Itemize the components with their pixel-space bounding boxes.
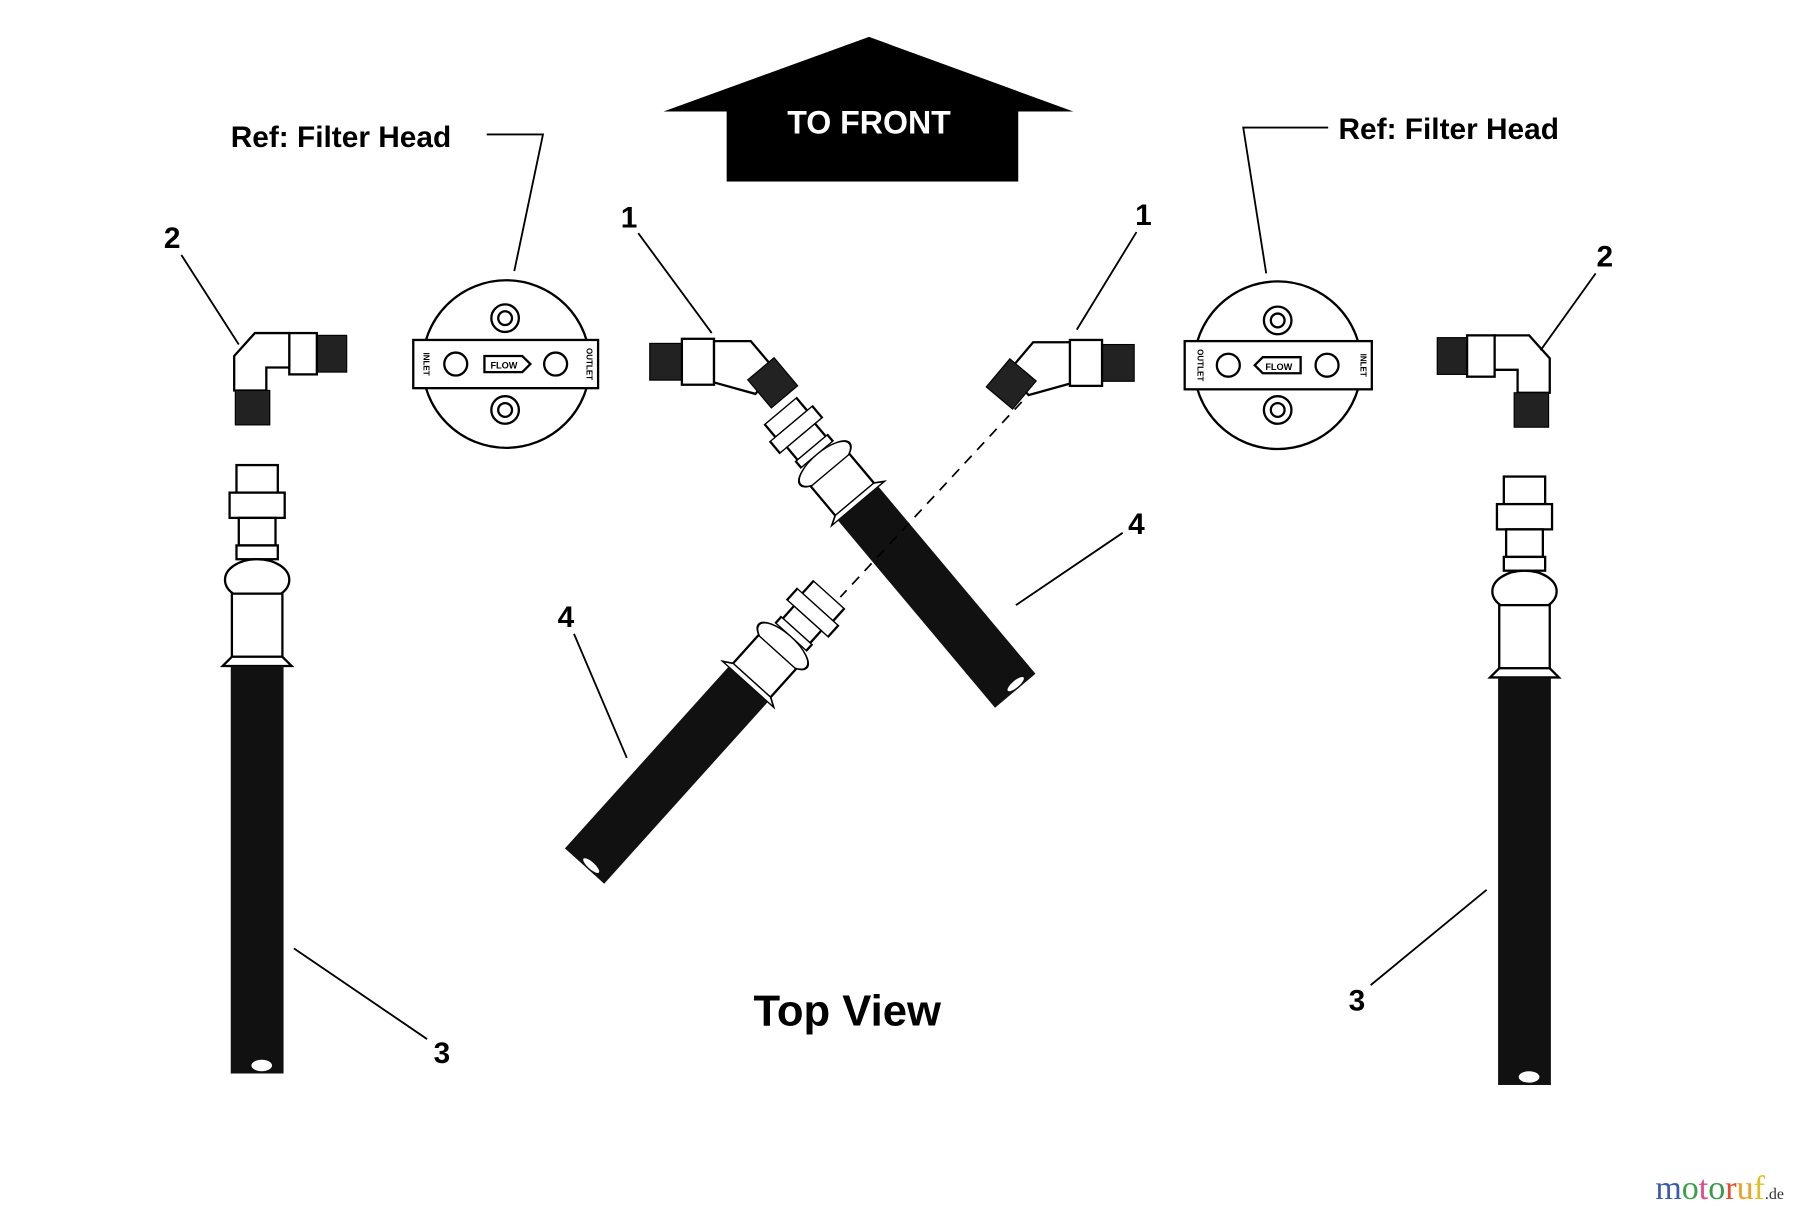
elbow-90-fitting-left [233,331,348,427]
callout-4-left: 4 [558,601,575,634]
callout-1-right: 1 [1135,199,1152,232]
to-front-arrow: TO FRONT [663,36,1074,182]
hose-3-left [221,463,293,1075]
leader-line [1242,126,1329,274]
inlet-label: INLET [422,352,431,375]
callout-1-left: 1 [621,201,638,234]
ref-filter-head-right: Ref: Filter Head [1339,113,1559,146]
leader-line [486,133,545,272]
inlet-label: INLET [1358,354,1367,377]
filter-head-left: FLOW INLET OUTLET [412,279,600,450]
filter-head-right: FLOW OUTLET INLET [1183,280,1373,451]
hose-4-lower [557,570,856,891]
elbow-45-fitting-right [985,338,1136,411]
flow-label: FLOW [1265,362,1292,372]
watermark-logo: motoruf.de [1655,1170,1784,1207]
flow-label: FLOW [490,361,517,371]
view-title: Top View [753,987,940,1035]
alignment-dashed-line [839,401,1023,598]
hose-3-right [1488,475,1561,1087]
elbow-90-fitting-right [1436,334,1551,429]
callout-3-left: 3 [434,1037,451,1070]
outlet-label: OUTLET [1195,349,1204,381]
callout-2-left: 2 [164,222,181,255]
callout-4-right: 4 [1128,508,1145,541]
elbow-45-fitting-left [648,337,799,410]
outlet-label: OUTLET [585,348,594,380]
to-front-label: TO FRONT [787,104,951,140]
callout-2-right: 2 [1597,240,1614,273]
ref-filter-head-left: Ref: Filter Head [231,121,451,154]
callout-3-right: 3 [1349,984,1366,1017]
